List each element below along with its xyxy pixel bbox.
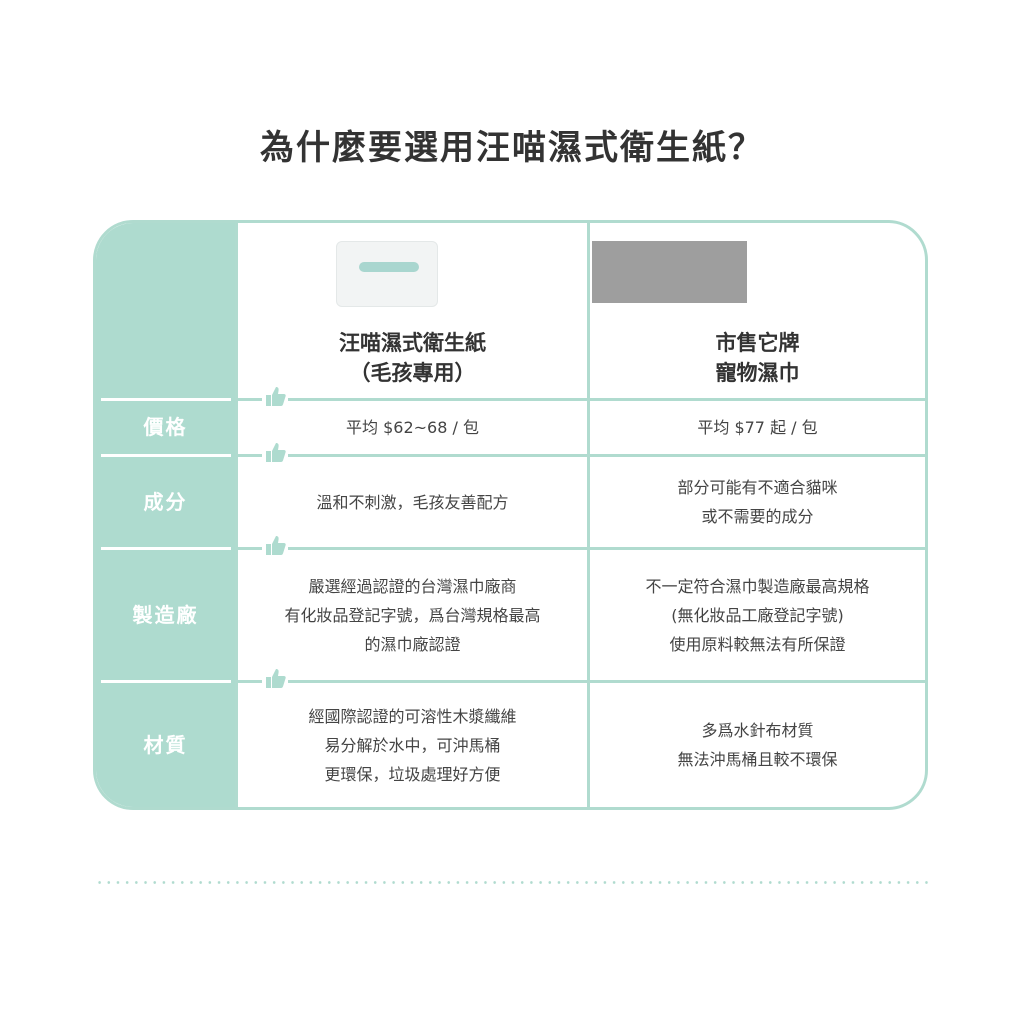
row-divider (235, 680, 925, 683)
label-divider (101, 398, 231, 401)
header-line: 汪喵濕式衛生紙 (339, 331, 486, 355)
row-label: 製造廠 (132, 603, 199, 627)
cell-ours: 嚴選經過認證的台灣濕巾廠商有化妝品登記字號，爲台灣規格最高的濕巾廠認證 (238, 550, 587, 680)
column-divider (235, 223, 238, 807)
cell-line: 易分解於水中，可沖馬桶 (324, 735, 501, 755)
cell-line: 溫和不刺激，毛孩友善配方 (316, 492, 509, 512)
dotted-divider (95, 881, 930, 884)
cell-line: 不一定符合濕巾製造廠最高規格 (645, 576, 870, 596)
cell-line: (無化妝品工廠登記字號) (671, 605, 844, 625)
cell-ours: 經國際認證的可溶性木漿纖維易分解於水中，可沖馬桶更環保，垃圾處理好方便 (238, 683, 587, 807)
row-label: 成分 (143, 490, 188, 514)
cell-line: 使用原料較無法有所保證 (669, 634, 846, 654)
cell-line: 多爲水針布材質 (701, 721, 814, 740)
row-divider (235, 547, 925, 550)
column-header-other: 市售它牌 寵物濕巾 (590, 323, 925, 393)
cell-theirs: 多爲水針布材質無法沖馬桶且較不環保 (590, 683, 925, 807)
header-line: 市售它牌 (715, 331, 800, 355)
cell-ours: 平均 $62~68 / 包 (238, 401, 587, 454)
page-title: 為什麼要選用汪喵濕式衛生紙？ (260, 128, 764, 168)
row-divider (235, 454, 925, 457)
cell-line: 經國際認證的可溶性木漿纖維 (308, 706, 517, 726)
cell-line: 部分可能有不適合貓咪 (677, 478, 838, 497)
header-line: 寵物濕巾 (715, 361, 800, 385)
cell-ours: 溫和不刺激，毛孩友善配方 (238, 457, 587, 547)
cell-theirs: 不一定符合濕巾製造廠最高規格 (無化妝品工廠登記字號) 使用原料較無法有所保證 (590, 550, 925, 680)
label-divider (101, 547, 231, 550)
row-label: 材質 (143, 733, 188, 757)
comparison-table: 汪喵濕式衛生紙 （毛孩專用） 市售它牌 寵物濕巾 價格 平均 $62~68 / 包… (93, 220, 928, 810)
cell-line: 平均 $77 起 / 包 (697, 418, 818, 437)
product-image-ours (336, 241, 438, 307)
row-label: 價格 (143, 415, 188, 439)
label-divider (101, 454, 231, 457)
cell-line: 或不需要的成分 (701, 507, 814, 526)
thumbs-up-icon (262, 440, 288, 464)
cell-line: 無法沖馬桶且較不環保 (677, 750, 838, 769)
header-line: （毛孩專用） (349, 361, 476, 385)
cell-line: 有化妝品登記字號，爲台灣規格最高 (284, 605, 541, 625)
cell-theirs: 平均 $77 起 / 包 (590, 401, 925, 454)
thumbs-up-icon (262, 533, 288, 557)
cell-line: 平均 $62~68 / 包 (346, 418, 479, 437)
label-column (96, 223, 235, 807)
cell-line: 嚴選經過認證的台灣濕巾廠商 (308, 576, 517, 596)
cell-line: 更環保，垃圾處理好方便 (324, 764, 501, 784)
cell-line: 的濕巾廠認證 (364, 634, 461, 654)
column-header-ours: 汪喵濕式衛生紙 （毛孩專用） (238, 323, 587, 393)
label-divider (101, 680, 231, 683)
row-divider (235, 398, 925, 401)
thumbs-up-icon (262, 666, 288, 690)
column-divider (587, 223, 590, 807)
cell-theirs: 部分可能有不適合貓咪或不需要的成分 (590, 457, 925, 547)
product-image-other (592, 241, 747, 303)
thumbs-up-icon (262, 384, 288, 408)
